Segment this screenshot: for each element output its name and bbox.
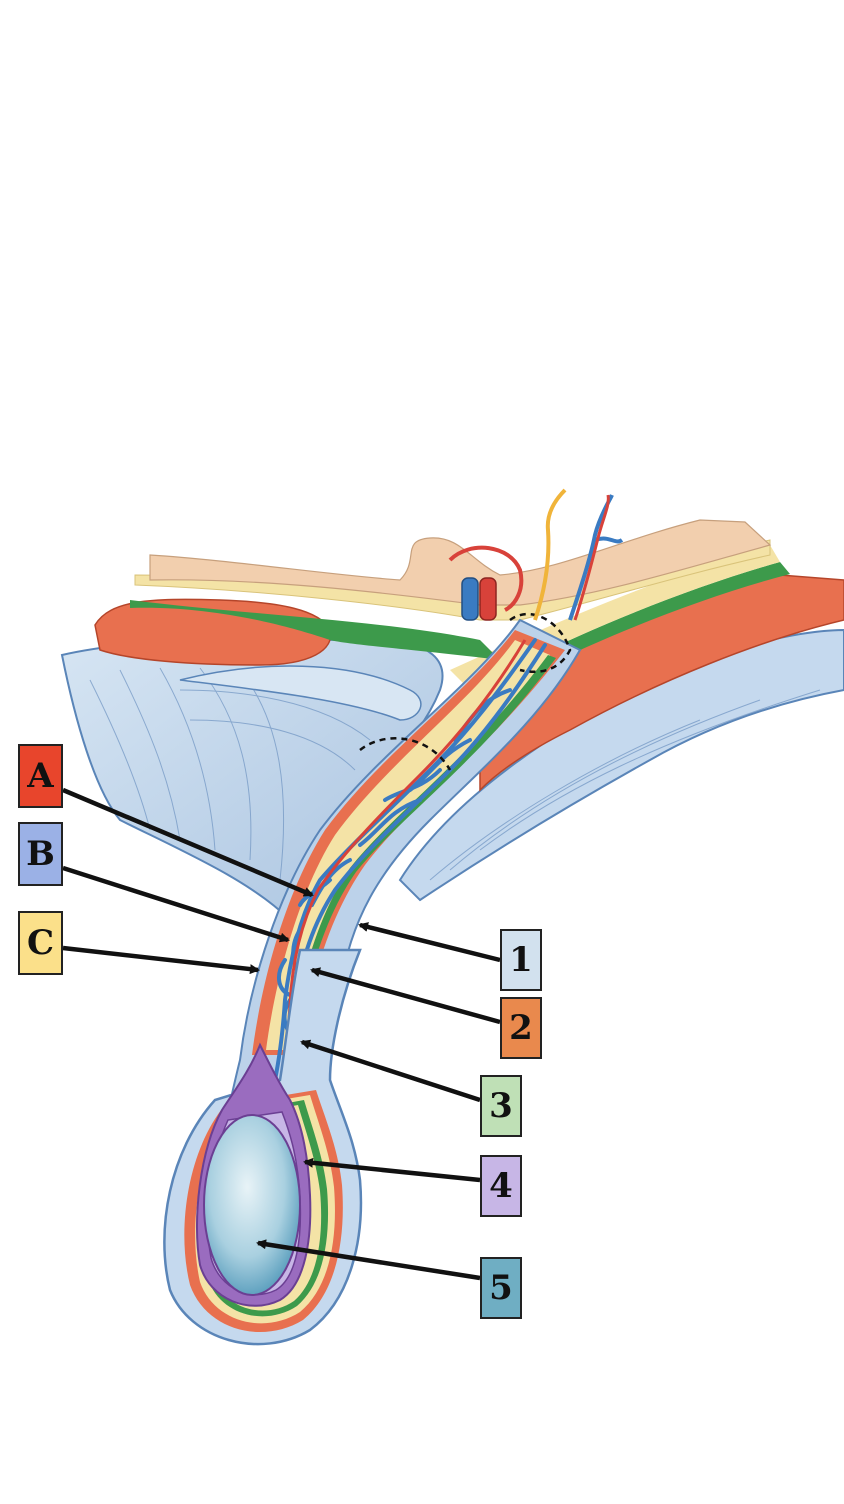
superficial-ring-dashed	[359, 737, 452, 771]
label-box-C: C	[18, 911, 63, 975]
right-fascia-striations	[429, 689, 821, 881]
top-green-layer	[130, 600, 500, 660]
arrow-2	[310, 967, 501, 1025]
right-green-layer	[470, 562, 790, 700]
label-box-B: B	[18, 822, 63, 886]
leader-arrows	[62, 787, 501, 1281]
label-box-3: 3	[480, 1075, 522, 1137]
label-B-text: B	[26, 834, 55, 874]
label-2-text: 2	[509, 1008, 533, 1048]
label-5-text: 5	[489, 1268, 513, 1308]
epigastric-artery-loop	[448, 545, 524, 612]
label-box-A: A	[18, 744, 63, 808]
label-box-1: 1	[500, 929, 542, 991]
top-skin-layer	[149, 519, 772, 606]
label-A-text: A	[27, 756, 54, 796]
arrow-4	[303, 1157, 481, 1183]
label-C-text: C	[26, 923, 55, 963]
arrow-1	[358, 922, 501, 963]
label-1-text: 1	[509, 940, 533, 980]
testis	[203, 1114, 301, 1296]
label-box-4: 4	[480, 1155, 522, 1217]
arrow-A	[62, 787, 314, 898]
arrow-3	[300, 1039, 481, 1103]
deep-ring-fold	[179, 665, 422, 721]
arrow-B	[62, 865, 290, 943]
arrow-5	[256, 1239, 481, 1281]
label-3-text: 3	[489, 1086, 513, 1126]
label-4-text: 4	[489, 1166, 513, 1206]
top-nerve-yellow	[533, 488, 567, 621]
label-box-5: 5	[480, 1257, 522, 1319]
deep-ring-dashed	[509, 612, 572, 674]
arrow-C	[62, 945, 260, 975]
femoral-vein-stub	[461, 577, 479, 621]
label-box-2: 2	[500, 997, 542, 1059]
femoral-artery-stub	[479, 577, 497, 621]
top-vessel-red	[573, 494, 610, 621]
